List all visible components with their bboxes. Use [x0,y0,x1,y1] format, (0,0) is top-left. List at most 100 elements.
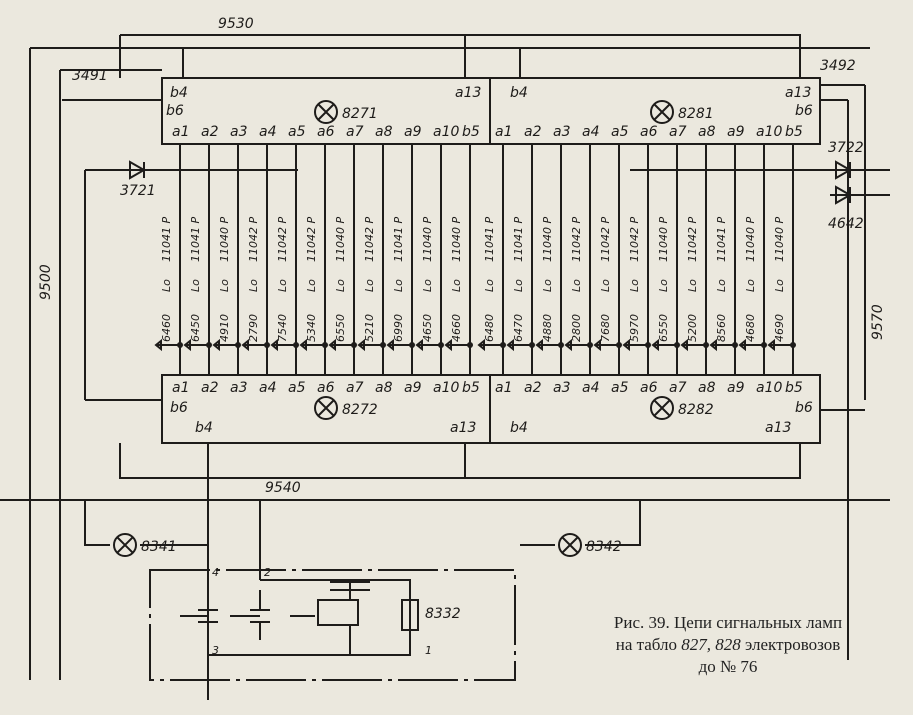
wire-code: 11041 P [512,217,525,262]
pin-b4: b4 [170,85,188,101]
lamp-8281-icon [650,100,674,124]
arrow-marker [709,338,735,352]
wire-number: 8560 [715,314,728,342]
wire-lo: Lo [599,279,612,292]
wire-lo: Lo [189,279,202,292]
wire-lo: Lo [247,279,260,292]
wire-lo: Lo [744,279,757,292]
wire-number: 4690 [773,314,786,342]
pin-label-bottom: a3 [553,380,571,396]
diode-4642-icon [835,185,853,205]
caption-line-3: до № 76 [698,657,758,676]
relay-8332-label: 8332 [425,606,461,622]
arrow-marker [477,338,503,352]
pin-b4: b4 [195,420,213,436]
pin-label-bottom: a1 [495,380,513,396]
lamp-8281-cross [653,103,671,121]
wire-code: 11042 P [570,217,583,262]
wire-lo: Lo [305,279,318,292]
wire-code: 11041 P [189,217,202,262]
wire-lo: Lo [628,279,641,292]
wire-code: 11041 P [160,217,173,262]
wire-3491-label: 3491 [72,68,108,84]
pin-label-top: a7 [346,124,364,140]
wire-number: 6470 [512,314,525,342]
pin-label-top: a9 [404,124,422,140]
wire-code: 11042 P [305,217,318,262]
pin-label-bottom: a7 [669,380,687,396]
arrow-marker [680,338,706,352]
wire-number: 2790 [247,314,260,342]
pin-label-bottom: a5 [611,380,629,396]
pin-label-bottom: b5 [785,380,803,396]
arrow-marker [564,338,590,352]
pin-label-bottom: a9 [727,380,745,396]
pin-label-bottom: a4 [582,380,600,396]
arrow-marker [154,338,180,352]
wire-code: 11040 P [334,217,347,262]
lamp-8282-label: 8282 [678,402,714,418]
arrow-marker [738,338,764,352]
wire-lo: Lo [218,279,231,292]
wire-code: 11040 P [744,217,757,262]
wire-number: 6990 [392,314,405,342]
wire-lo: Lo [715,279,728,292]
relay-pin-4: 4 [212,566,219,579]
wire-number: 5200 [686,314,699,342]
lamp-8282-cross [653,399,671,417]
wire-lo: Lo [160,279,173,292]
wire-code: 11042 P [276,217,289,262]
arrow-marker [506,338,532,352]
pin-label-bottom: a4 [259,380,277,396]
wire-code: 11042 P [686,217,699,262]
caption-models: 827, 828 [681,635,741,654]
wire-code: 11042 P [628,217,641,262]
arrow-marker [183,338,209,352]
wire-code: 11041 P [392,217,405,262]
wire-number: 4660 [450,314,463,342]
arrow-marker [270,338,296,352]
arrow-marker [651,338,677,352]
wire-number: 6550 [334,314,347,342]
lamp-8342-cross [561,536,579,554]
wire-code: 11040 P [541,217,554,262]
wire-lo: Lo [483,279,496,292]
lamp-8272-icon [314,396,338,420]
pin-label-bottom: a3 [230,380,248,396]
pin-label-top: a10 [756,124,782,140]
wire-code: 11041 P [483,217,496,262]
pin-label-top: a8 [698,124,716,140]
wire-number: 4910 [218,314,231,342]
diode-3721-icon [129,160,147,180]
pin-label-bottom: a9 [404,380,422,396]
wire-lo: Lo [450,279,463,292]
diode-4642-label: 4642 [828,216,864,232]
pin-label-top: a4 [259,124,277,140]
pin-label-bottom: a7 [346,380,364,396]
pin-label-top: a3 [230,124,248,140]
pin-label-top: a4 [582,124,600,140]
wire-lo: Lo [421,279,434,292]
caption-text: на табло [615,635,682,654]
wire-code: 11041 P [715,217,728,262]
pin-label-top: a10 [433,124,459,140]
lamp-8342-icon [558,533,582,557]
wire-number: 7680 [599,314,612,342]
pin-label-bottom: a1 [172,380,190,396]
pin-label-top: b5 [462,124,480,140]
pin-b6: b6 [170,400,188,416]
pin-label-top: a5 [611,124,629,140]
pin-label-top: a2 [201,124,219,140]
wire-code: 11040 P [218,217,231,262]
diode-3722-label: 3722 [828,140,864,156]
pin-a13: a13 [765,420,791,436]
pin-label-bottom: a10 [756,380,782,396]
pin-label-top: b5 [785,124,803,140]
wire-lo: Lo [512,279,525,292]
wire-lo: Lo [570,279,583,292]
arrow-marker [212,338,238,352]
arrow-marker [241,338,267,352]
lamp-8282-icon [650,396,674,420]
